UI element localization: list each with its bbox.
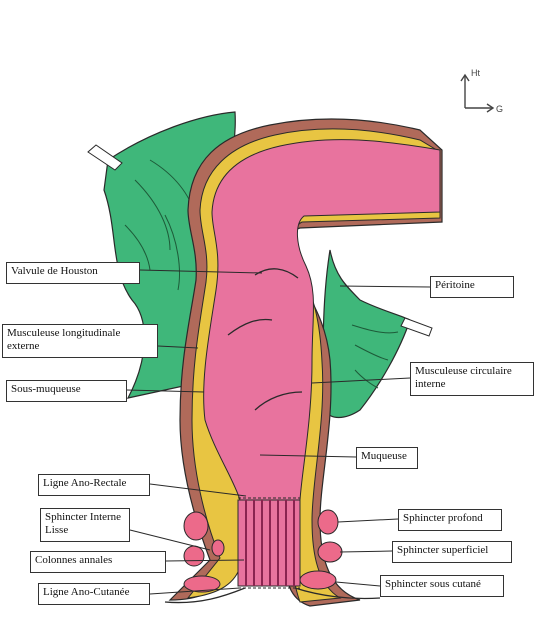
label-ligne-ano-cutanee: Ligne Ano-Cutanée (38, 583, 150, 605)
label-valvule-houston: Valvule de Houston (6, 262, 140, 284)
orientation-compass: Ht G (460, 68, 503, 114)
label-musculeuse-longitudinale: Musculeuse longitudinale externe (2, 324, 158, 358)
anal-columns (237, 497, 301, 589)
compass-right-label: G (496, 104, 503, 114)
label-ligne-ano-rectale: Ligne Ano-Rectale (38, 474, 150, 496)
label-sous-muqueuse: Sous-muqueuse (6, 380, 127, 402)
label-muqueuse: Muqueuse (356, 447, 418, 469)
label-sphincter-superficiel: Sphincter superficiel (392, 541, 512, 563)
label-colonnes-annales: Colonnes annales (30, 551, 166, 573)
label-musculeuse-circulaire: Musculeuse circulaire interne (410, 362, 534, 396)
right-mesentery (322, 249, 411, 419)
label-peritoine: Péritoine (430, 276, 514, 298)
label-sphincter-profond: Sphincter profond (398, 509, 502, 531)
compass-up-label: Ht (471, 68, 480, 78)
mucosa-layer (203, 139, 441, 501)
label-sphincter-interne: Sphincter Interne Lisse (40, 508, 130, 542)
leader-lines (126, 269, 431, 595)
sphincter-muscles (183, 509, 343, 593)
label-sphincter-sous-cutane: Sphincter sous cutané (380, 575, 504, 597)
